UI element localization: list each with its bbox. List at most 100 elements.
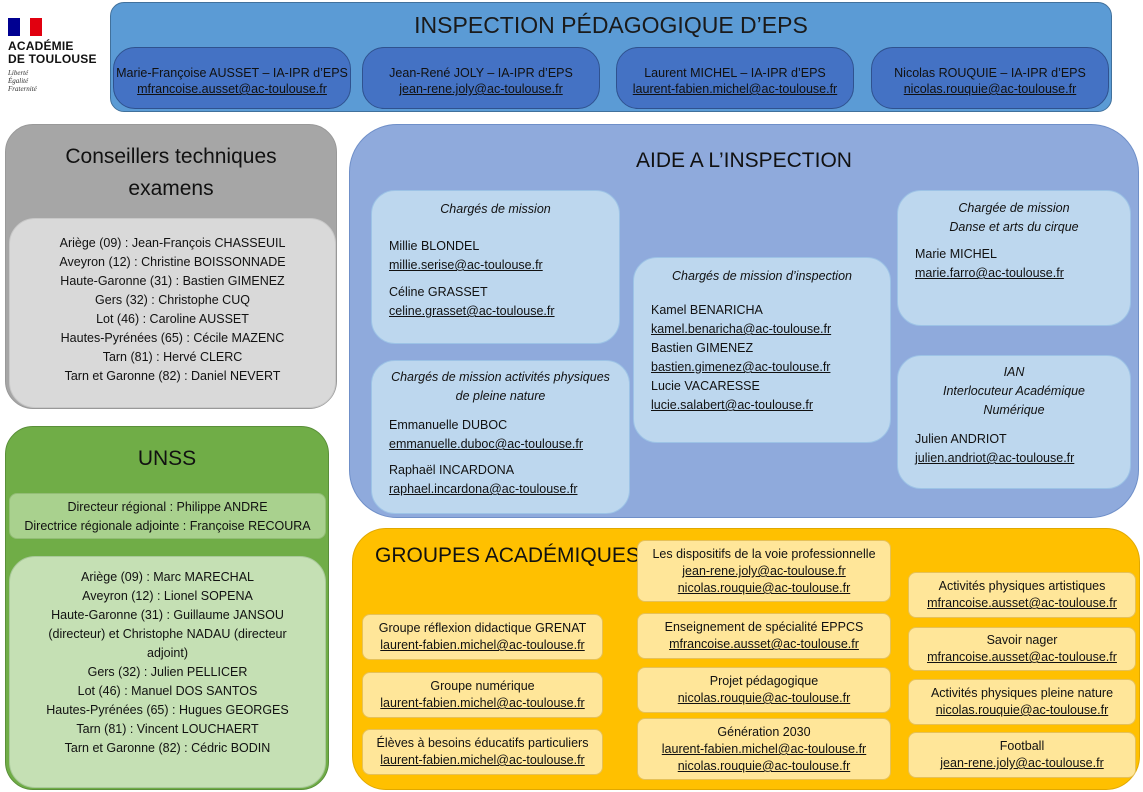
list-item: Gers (32) : Julien PELLICER [87,665,248,679]
person-email-link[interactable]: millie.serise@ac-toulouse.fr [389,258,543,272]
list-item: (directeur) et Christophe NADAU (directe… [48,627,287,641]
card-header: Numérique [983,403,1045,417]
card-header: Interlocuteur Académique [943,384,1085,398]
group-email-link[interactable]: mfrancoise.ausset@ac-toulouse.fr [927,596,1117,610]
academie-logo: ACADÉMIE DE TOULOUSE Liberté Égalité Fra… [8,18,108,98]
person-name: Céline GRASSET [389,285,488,299]
person-email-link[interactable]: marie.farro@ac-toulouse.fr [915,266,1064,280]
group-box: Enseignement de spécialité EPPCS mfranco… [637,613,891,659]
list-item: Gers (32) : Christophe CUQ [95,293,250,307]
group-label: Activités physiques pleine nature [930,686,1114,700]
group-email-link[interactable]: jean-rene.joly@ac-toulouse.fr [682,564,846,578]
group-box: Élèves à besoins éducatifs particuliers … [362,729,603,775]
group-label: Savoir nager [986,633,1058,647]
card-header: IAN [1003,365,1025,379]
card-header: Chargés de mission [440,202,551,216]
group-email-link[interactable]: mfrancoise.ausset@ac-toulouse.fr [669,637,859,651]
inspector-card: Jean-René JOLY – IA-IPR d’EPS jean-rene.… [362,47,600,109]
person-name: Kamel BENARICHA [651,303,763,317]
group-email-link[interactable]: laurent-fabien.michel@ac-toulouse.fr [380,753,585,767]
list-item: Tarn (81) : Vincent LOUCHAERT [76,722,259,736]
group-box: Génération 2030 laurent-fabien.michel@ac… [637,718,891,780]
inspector-name: Jean-René JOLY – IA-IPR d’EPS [389,66,573,80]
group-email-link[interactable]: laurent-fabien.michel@ac-toulouse.fr [380,696,585,710]
group-email-link[interactable]: jean-rene.joly@ac-toulouse.fr [940,756,1104,770]
inspector-name: Nicolas ROUQUIE – IA-IPR d’EPS [894,66,1086,80]
group-label: Génération 2030 [717,725,811,739]
card-header: Chargés de mission activités physiques [391,370,610,384]
group-label: Groupe numérique [430,679,535,693]
conseillers-title-line-2: examens [128,177,214,200]
logo-line-2: DE TOULOUSE [8,52,97,66]
person-email-link[interactable]: raphael.incardona@ac-toulouse.fr [389,482,578,496]
unss-directors-box: Directeur régional : Philippe ANDRE Dire… [9,493,326,539]
group-label: Élèves à besoins éducatifs particuliers [376,736,589,750]
person-email-link[interactable]: julien.andriot@ac-toulouse.fr [915,451,1075,465]
group-email-link[interactable]: laurent-fabien.michel@ac-toulouse.fr [661,742,867,756]
list-item: Haute-Garonne (31) : Bastien GIMENEZ [60,274,285,288]
list-item: Tarn et Garonne (82) : Cédric BODIN [64,741,271,755]
inspector-name: Marie-Françoise AUSSET – IA-IPR d’EPS [116,66,348,80]
inspector-name: Laurent MICHEL – IA-IPR d’EPS [644,66,826,80]
card-header: Chargés de mission d’inspection [672,269,852,283]
person-email-link[interactable]: kamel.benaricha@ac-toulouse.fr [651,322,832,336]
ian-card: IAN Interlocuteur Académique Numérique J… [897,355,1131,489]
group-label: Football [999,739,1045,753]
conseillers-list-box: Ariège (09) : Jean-François CHASSEUIL Av… [9,218,336,408]
inspection-mission-card: Chargés de mission d’inspection Kamel BE… [633,257,891,443]
person-email-link[interactable]: bastien.gimenez@ac-toulouse.fr [651,360,831,374]
person-name: Raphaël INCARDONA [389,463,515,477]
card-header: Chargée de mission [958,201,1070,215]
inspector-email-link[interactable]: nicolas.rouquie@ac-toulouse.fr [903,82,1077,96]
motto-liberte: Liberté [8,69,29,77]
list-item: Hautes-Pyrénées (65) : Hugues GEORGES [46,703,289,717]
list-item: Tarn (81) : Hervé CLERC [102,350,243,364]
person-name: Bastien GIMENEZ [651,341,754,355]
group-email-link[interactable]: nicolas.rouquie@ac-toulouse.fr [935,703,1109,717]
charges-mission-card: Chargés de mission Millie BLONDEL millie… [371,190,620,344]
pleine-nature-card: Chargés de mission activités physiques d… [371,360,630,514]
group-email-link[interactable]: laurent-fabien.michel@ac-toulouse.fr [380,638,585,652]
french-flag-icon [8,18,42,36]
group-label: Activités physiques artistiques [938,579,1106,593]
group-email-link[interactable]: mfrancoise.ausset@ac-toulouse.fr [927,650,1117,664]
inspector-email-link[interactable]: jean-rene.joly@ac-toulouse.fr [399,82,563,96]
person-email-link[interactable]: emmanuelle.duboc@ac-toulouse.fr [389,437,584,451]
list-item: Ariège (09) : Jean-François CHASSEUIL [59,236,286,250]
group-label: Groupe réflexion didactique GRENAT [378,621,587,635]
person-name: Millie BLONDEL [389,239,480,253]
person-name: Lucie VACARESSE [651,379,760,393]
group-email-link[interactable]: nicolas.rouquie@ac-toulouse.fr [677,759,851,773]
list-item: Haute-Garonne (31) : Guillaume JANSOU [51,608,284,622]
group-box: Activités physiques artistiques mfrancoi… [908,572,1136,618]
motto-fraternite: Fraternité [8,85,37,93]
person-name: Emmanuelle DUBOC [389,418,508,432]
motto-egalite: Égalité [8,77,29,85]
inspector-card: Nicolas ROUQUIE – IA-IPR d’EPS nicolas.r… [871,47,1109,109]
list-item: Aveyron (12) : Lionel SOPENA [82,589,253,603]
group-box: Groupe numérique laurent-fabien.michel@a… [362,672,603,718]
list-item: Directeur régional : Philippe ANDRE [67,500,268,514]
list-item: Lot (46) : Caroline AUSSET [96,312,249,326]
list-item: Ariège (09) : Marc MARECHAL [81,570,254,584]
person-email-link[interactable]: lucie.salabert@ac-toulouse.fr [651,398,814,412]
group-box: Activités physiques pleine nature nicola… [908,679,1136,725]
inspector-card: Laurent MICHEL – IA-IPR d’EPS laurent-fa… [616,47,854,109]
group-box: Les dispositifs de la voie professionnel… [637,540,891,602]
groupes-title: GROUPES ACADÉMIQUES [375,544,640,567]
inspector-email-link[interactable]: laurent-fabien.michel@ac-toulouse.fr [632,82,838,96]
group-box: Savoir nager mfrancoise.ausset@ac-toulou… [908,627,1136,671]
inspection-title: INSPECTION PÉDAGOGIQUE D’EPS [414,12,808,38]
inspector-card: Marie-Françoise AUSSET – IA-IPR d’EPS mf… [113,47,351,109]
person-email-link[interactable]: celine.grasset@ac-toulouse.fr [389,304,555,318]
unss-list-box: Ariège (09) : Marc MARECHAL Aveyron (12)… [9,556,326,788]
group-box: Football jean-rene.joly@ac-toulouse.fr [908,732,1136,778]
list-item: Directrice régionale adjointe : François… [24,519,311,533]
unss-list: Ariège (09) : Marc MARECHAL Aveyron (12)… [10,568,325,758]
group-label: Les dispositifs de la voie professionnel… [652,547,876,561]
unss-directors: Directeur régional : Philippe ANDRE Dire… [10,498,325,536]
inspector-email-link[interactable]: mfrancoise.ausset@ac-toulouse.fr [137,82,327,96]
aide-title: AIDE A L’INSPECTION [636,149,852,172]
group-email-link[interactable]: nicolas.rouquie@ac-toulouse.fr [677,581,851,595]
group-email-link[interactable]: nicolas.rouquie@ac-toulouse.fr [677,691,851,705]
